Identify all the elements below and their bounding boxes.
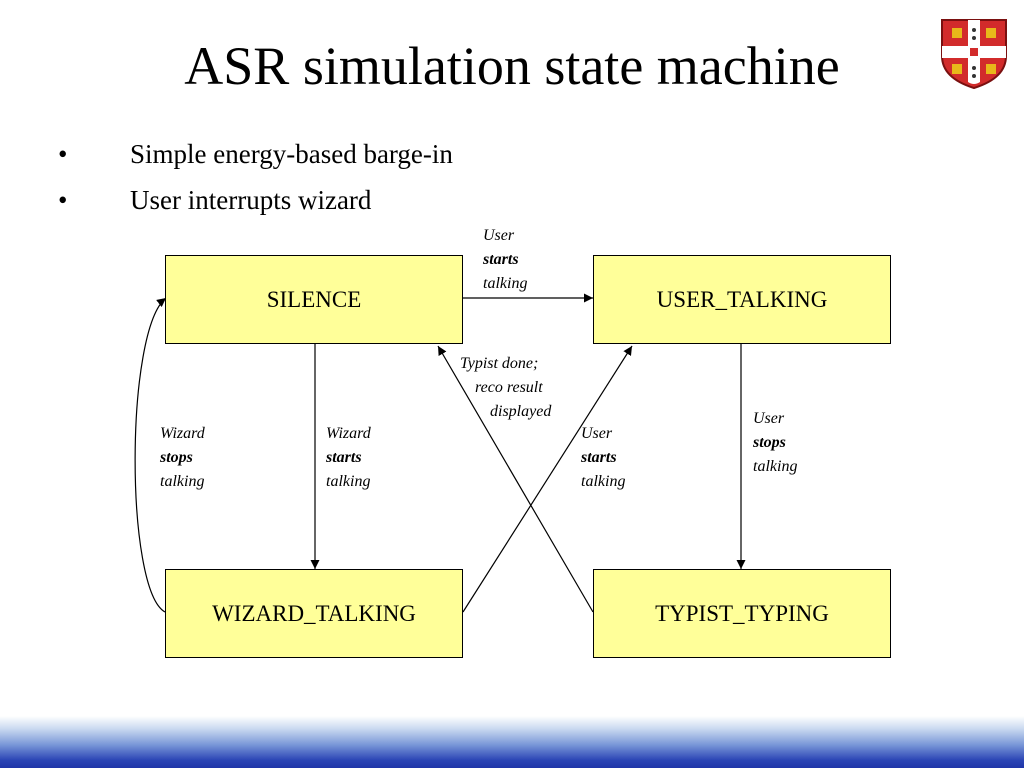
arrow-wizard-to-user-talking [462, 345, 633, 613]
bullet-text: User interrupts wizard [130, 185, 372, 215]
arrow-typist-to-silence [437, 345, 594, 613]
arrow-wizard-to-silence [134, 297, 167, 613]
bullet-text: Simple energy-based barge-in [130, 139, 453, 169]
state-wizard-talking: WIZARD_TALKING [165, 569, 463, 658]
bullet-marker: • [58, 185, 68, 215]
state-silence: SILENCE [165, 255, 463, 344]
label-typist-to-silence: Typist done; reco result displayed [460, 355, 552, 420]
label-wizard-to-silence: Wizard stops talking [160, 425, 205, 490]
label-silence-to-user-talking: User starts talking [483, 227, 528, 292]
university-crest-icon [941, 19, 1007, 90]
state-typist-typing: TYPIST_TYPING [593, 569, 891, 658]
state-user-talking: USER_TALKING [593, 255, 891, 344]
slide-title: ASR simulation state machine [184, 36, 840, 96]
label-wizard-to-user-talking: User starts talking [581, 425, 626, 490]
footer-gradient-bar [0, 716, 1024, 768]
bullet-marker: • [58, 139, 68, 169]
label-user-talking-to-typist: User stops talking [753, 410, 798, 475]
label-silence-to-wizard: Wizard starts talking [326, 425, 371, 490]
